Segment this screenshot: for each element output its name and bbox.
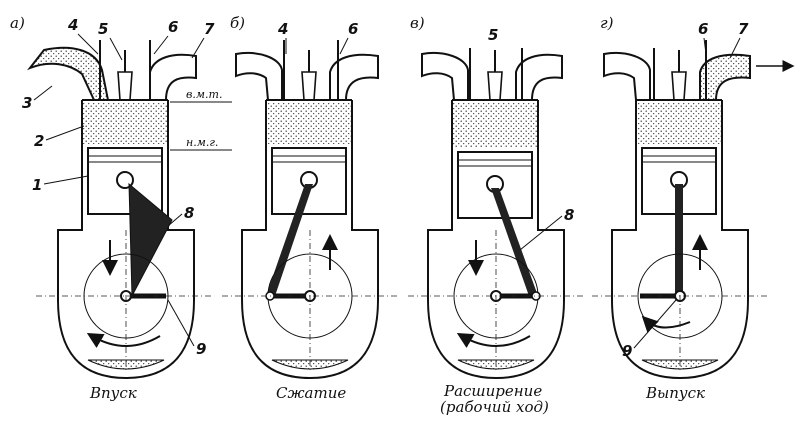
piston	[271, 147, 347, 215]
exhaust-gases	[636, 102, 722, 144]
intake-pipe	[421, 52, 469, 101]
part-number: 3	[22, 94, 32, 112]
panel-caption-line2: (рабочий ход)	[440, 398, 549, 416]
connecting-rod	[128, 182, 173, 298]
cylinder-walls	[611, 100, 749, 300]
dead-center-lines: в.м.т. н.м.г.	[170, 88, 232, 151]
part-number: 2	[34, 132, 44, 150]
exhaust-pipe	[149, 53, 197, 101]
part-number: 8	[184, 204, 194, 222]
part-number: 9	[196, 340, 206, 358]
exhaust-pipe	[329, 53, 379, 101]
spark-plug	[301, 71, 317, 101]
part-number: 6	[168, 18, 178, 36]
fresh-charge	[82, 102, 168, 144]
intake-pipe	[603, 52, 651, 101]
panel-power-stroke: в) 5 8 Расширение (рабочий ход)	[408, 14, 584, 416]
crankcase	[427, 299, 565, 380]
burning-gases	[452, 102, 538, 148]
panel-letter: г)	[600, 14, 614, 32]
rotation-arrow	[456, 332, 531, 348]
exhaust-pipe	[515, 53, 563, 101]
part-number: 8	[564, 206, 574, 224]
spark-plug	[117, 71, 133, 101]
part-number: 7	[204, 20, 215, 38]
crankcase	[241, 299, 379, 380]
crankcase	[611, 299, 749, 380]
cylinder-walls	[57, 100, 195, 300]
rotation-arrow	[86, 332, 161, 348]
panel-intake: а) 1 2 3	[10, 14, 215, 402]
part-number: 5	[98, 20, 108, 38]
cylinder-walls	[427, 100, 565, 300]
spark-plug	[487, 71, 503, 101]
tdc-label: в.м.т.	[186, 88, 222, 101]
panel-letter: в)	[410, 14, 425, 32]
panel-compression: б) 4 6 Сжатие	[222, 14, 398, 402]
compressed-charge	[266, 102, 352, 144]
part-number: 1	[32, 176, 42, 194]
part-number: 7	[738, 20, 749, 38]
panel-caption: Расширение	[443, 382, 542, 400]
intake-pipe	[235, 52, 283, 101]
panel-letter: б)	[230, 14, 245, 32]
panel-caption: Впуск	[89, 384, 137, 402]
part-number: 4	[277, 20, 288, 38]
crankcase	[57, 299, 195, 380]
exhaust-pipe	[699, 53, 751, 101]
part-number: 4	[67, 16, 78, 34]
part-number: 5	[488, 26, 498, 44]
rotation-arrow	[641, 315, 691, 333]
panel-caption: Сжатие	[276, 384, 346, 402]
intake-pipe	[26, 46, 110, 101]
panel-caption: Выпуск	[645, 384, 705, 402]
spark-plug	[671, 71, 687, 101]
connecting-rod	[675, 184, 683, 296]
part-number: 6	[348, 20, 358, 38]
part-number: 9	[622, 342, 632, 360]
connecting-rod	[266, 184, 313, 296]
cylinder-walls	[241, 100, 379, 300]
bdc-label: н.м.г.	[186, 136, 218, 149]
panel-exhaust: г) 6 7 9 Выпуск	[592, 14, 795, 402]
panel-letter: а)	[10, 14, 25, 32]
connecting-rod	[491, 188, 538, 296]
part-number: 6	[698, 20, 708, 38]
